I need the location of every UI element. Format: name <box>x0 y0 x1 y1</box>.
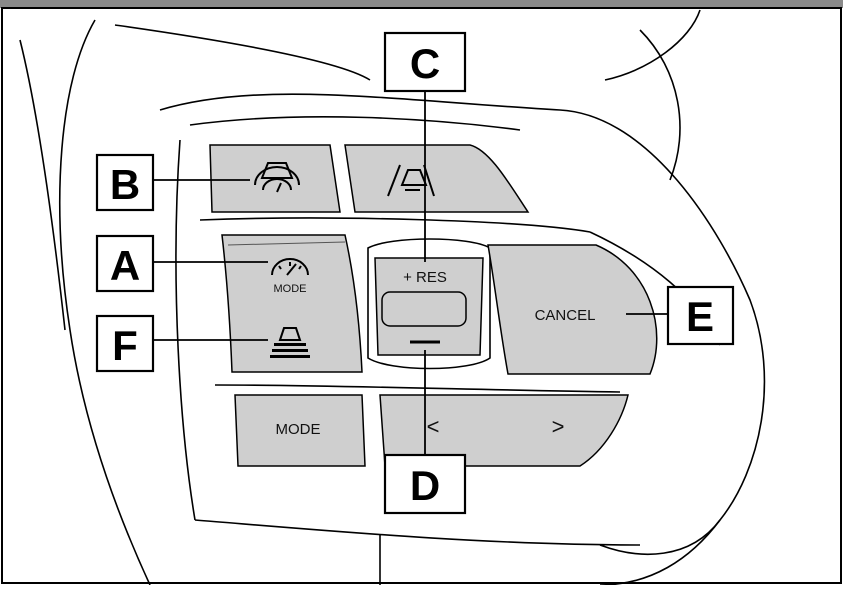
svg-text:F: F <box>112 322 138 369</box>
callout-e: E <box>666 285 735 346</box>
mode-button[interactable]: MODE <box>234 394 366 467</box>
res-center-pad <box>381 291 467 327</box>
cruise-control-main-switch[interactable]: MODE <box>271 258 309 295</box>
steering-wheel-outline <box>19 9 766 586</box>
minus-label: — <box>425 347 426 349</box>
distance-switch-button[interactable] <box>209 144 341 213</box>
res-minus-lever[interactable]: + RES — <box>367 238 491 370</box>
callout-d: D <box>383 453 467 515</box>
radar-cruise-distance-icon <box>254 162 300 193</box>
callout-a: A <box>95 234 155 293</box>
callout-f: F <box>95 314 155 373</box>
svg-text:D: D <box>410 462 440 509</box>
lane-tracing-assist-button[interactable] <box>344 144 530 213</box>
vehicle-to-vehicle-distance-switch[interactable] <box>270 327 310 358</box>
speedometer-mode-icon <box>271 258 309 276</box>
svg-text:E: E <box>686 293 714 340</box>
svg-text:C: C <box>410 40 440 87</box>
previous-next-button[interactable]: < > <box>379 394 629 467</box>
svg-text:B: B <box>110 161 140 208</box>
res-label: + RES <box>403 269 447 286</box>
top-bar <box>0 0 843 8</box>
leader-lines <box>153 90 668 455</box>
vehicle-distance-icon <box>270 327 310 358</box>
mode-small-label: MODE <box>274 283 307 295</box>
previous-label: < <box>427 414 440 439</box>
mode-label: MODE <box>276 421 321 438</box>
callout-b: B <box>95 153 155 212</box>
cancel-button[interactable]: CANCEL <box>487 244 658 375</box>
cruise-mode-panel <box>221 234 363 373</box>
callout-c: C <box>383 31 467 93</box>
cancel-label: CANCEL <box>535 307 596 324</box>
svg-text:A: A <box>110 242 140 289</box>
next-label: > <box>552 414 565 439</box>
